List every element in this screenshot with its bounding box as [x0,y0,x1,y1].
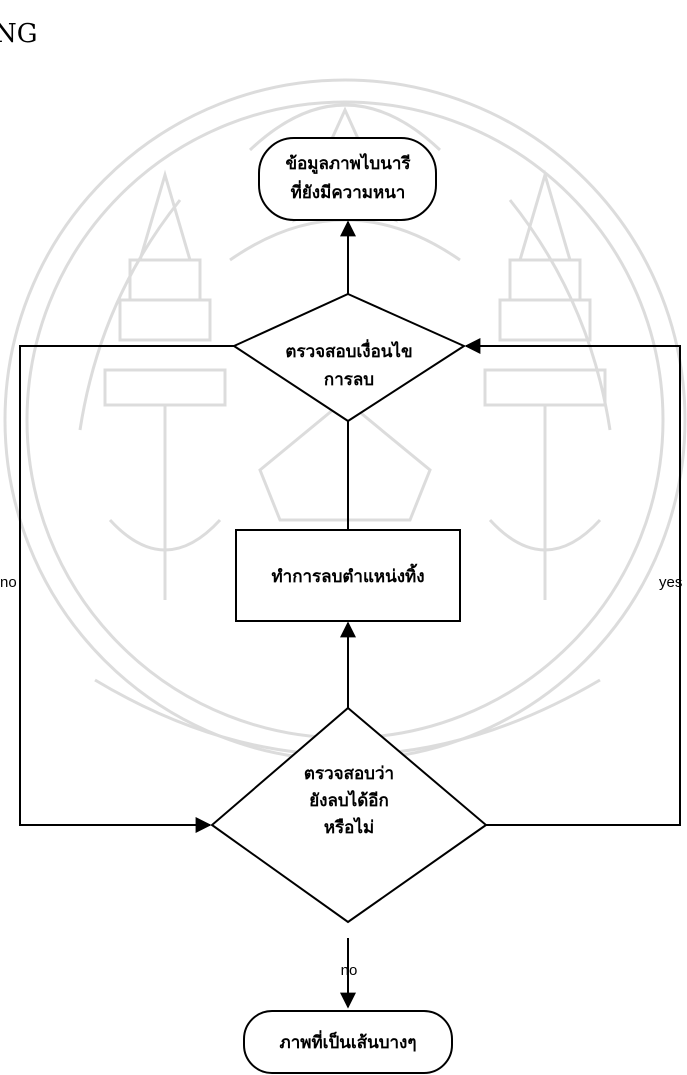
start-label-line-1: ข้อมูลภาพไบนารี [285,153,411,175]
watermark-left-pagoda [103,169,227,600]
start-terminator: ข้อมูลภาพไบนารี ที่ยังมีความหนา [258,137,437,221]
connector-lines [19,220,681,1009]
condition-decision: ตรวจสอบเงื่อนไข การลบ [231,292,467,423]
check-more-decision: ตรวจสอบว่า ยังลบได้อีก หรือไม่ [210,706,488,924]
end-label: ภาพที่เป็นเส้นบางๆ [280,1030,417,1053]
page-top-fragment: NG [0,19,38,49]
loop-yes-label: yes [659,574,682,591]
process-label: ทำการลบตำแหน่งทิ้ง [271,563,424,587]
loop-no-label: no [0,574,17,591]
condition-label-line-1: ตรวจสอบเงื่อนไข [285,339,412,362]
exit-no-label: no [341,962,358,979]
loop-no-path [19,345,234,833]
check-more-label-line-3: หรือไม่ [324,817,374,838]
watermark-right-pagoda [483,169,607,600]
loop-yes-path [464,338,681,826]
check-more-label-line-2: ยังลบได้อีก [309,790,389,811]
condition-label-line-2: การลบ [324,370,374,390]
check-more-label-line-1: ตรวจสอบว่า [304,764,394,784]
delete-process-box: ทำการลบตำแหน่งทิ้ง [235,529,461,622]
end-terminator: ภาพที่เป็นเส้นบางๆ [243,1010,453,1074]
start-label-line-2: ที่ยังมีความหนา [291,180,406,203]
